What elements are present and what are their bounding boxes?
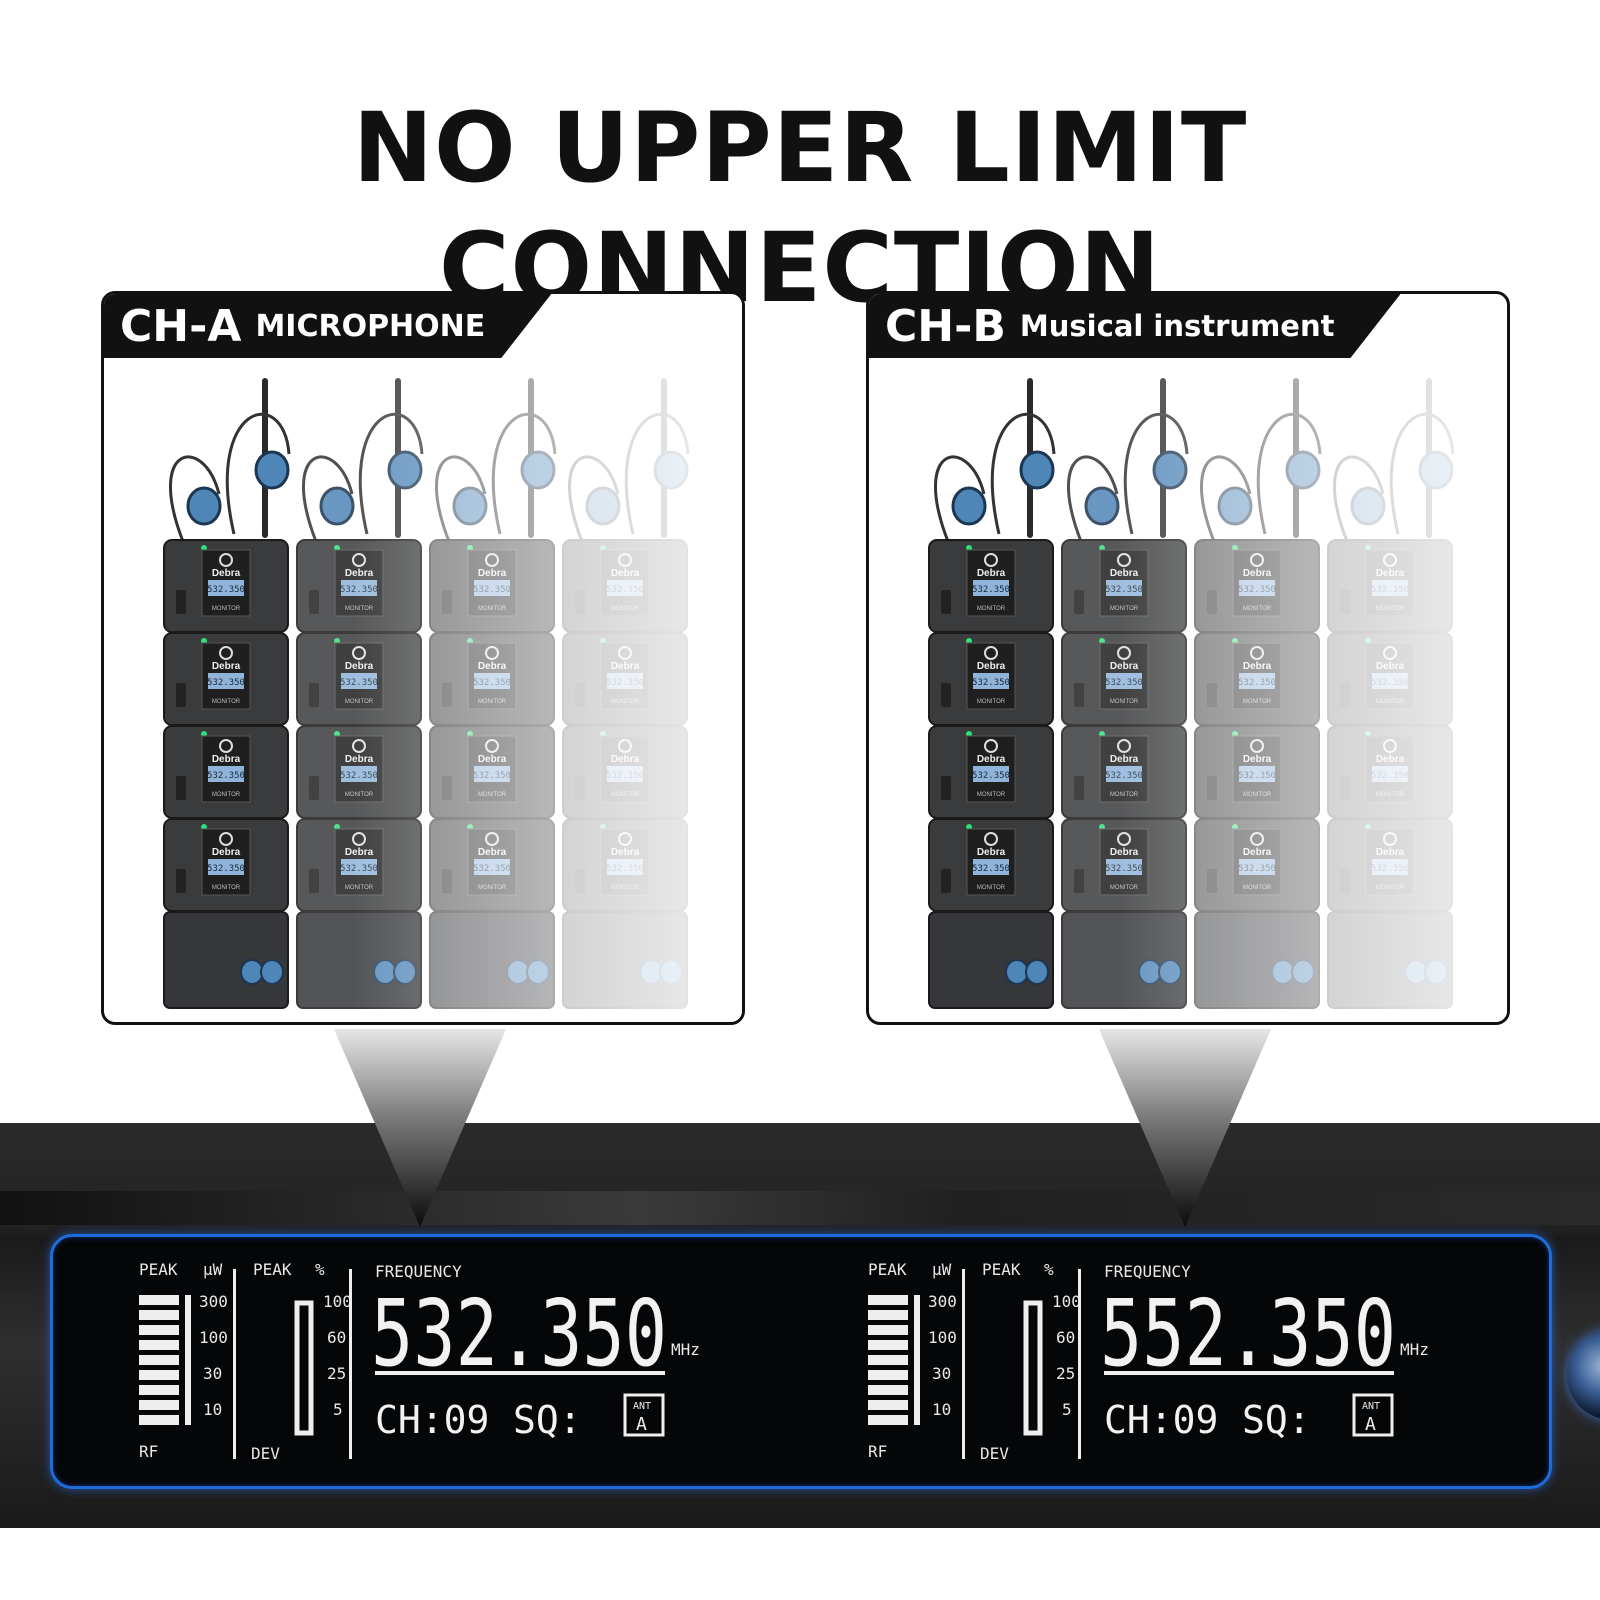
lcd-a-rf-30: 30 — [203, 1364, 222, 1383]
channel-a-receivers-photo: Debra532.350MONITORDebra532.350MONITORDe… — [144, 354, 742, 1022]
lcd-channel-b: PEAK µW PEAK % 300 100 30 10 RF 100 60 — [868, 1260, 1429, 1463]
lcd-a-dev-100: 100 — [323, 1292, 352, 1311]
lcd-a-frequency: 532.350 — [371, 1280, 667, 1387]
lcd-b-dev-25: 25 — [1056, 1364, 1075, 1383]
lcd-a-dev-label: DEV — [251, 1444, 280, 1463]
lcd-a-dev-5: 5 — [333, 1400, 343, 1419]
channel-a-label: MICROPHONE — [255, 308, 486, 344]
lcd-b-ant: ANT — [1362, 1401, 1380, 1412]
lcd-a-dev-meter — [294, 1300, 314, 1436]
lcd-a-dev-60: 60 — [327, 1328, 346, 1347]
lcd-a-ant-value: A — [636, 1414, 647, 1435]
lcd-b-ant-box — [1352, 1393, 1394, 1437]
lcd-a-sq: SQ: — [513, 1398, 582, 1442]
lcd-b-frequency: 552.350 — [1100, 1280, 1396, 1387]
lcd-channel-a: PEAK µW PEAK % 300 100 30 10 RF 100 60 — [139, 1260, 700, 1463]
lcd-a-peak-left: PEAK — [139, 1260, 178, 1279]
channel-b-label: Musical instrument — [1019, 309, 1335, 343]
lcd-b-rf-100: 100 — [928, 1328, 957, 1347]
lcd-a-unit: MHz — [671, 1340, 700, 1359]
lcd-b-uw: µW — [932, 1260, 952, 1279]
lcd-b-rf-label: RF — [868, 1442, 887, 1461]
channel-a-code: CH-A — [120, 300, 242, 352]
channel-b-code: CH-B — [885, 300, 1006, 352]
lcd-b-channel: CH:09 — [1104, 1398, 1218, 1442]
channel-b-panel: Debra532.350MONITORDebra532.350MONITORDe… — [866, 291, 1510, 1025]
lcd-b-dev-60: 60 — [1056, 1328, 1075, 1347]
lcd-a-rf-300: 300 — [199, 1292, 228, 1311]
lcd-b-dev-5: 5 — [1062, 1400, 1072, 1419]
lcd-b-unit: MHz — [1400, 1340, 1429, 1359]
lcd-b-dev-100: 100 — [1052, 1292, 1081, 1311]
lcd-a-ant: ANT — [633, 1401, 651, 1412]
lcd-b-rf-300: 300 — [928, 1292, 957, 1311]
lcd-a-rf-100: 100 — [199, 1328, 228, 1347]
lcd-b-dev-meter — [1023, 1300, 1043, 1436]
lcd-b-rf-10: 10 — [932, 1400, 951, 1419]
lcd-a-channel: CH:09 — [375, 1398, 489, 1442]
lcd-screen: PEAK µW PEAK % 300 100 30 10 RF 100 60 — [50, 1234, 1552, 1489]
lcd-a-rf-label: RF — [139, 1442, 158, 1461]
channel-b-tab: CH-B Musical instrument — [869, 294, 1400, 358]
lcd-a-frequency-label: FREQUENCY — [375, 1262, 462, 1281]
lcd-b-ant-value: A — [1365, 1414, 1376, 1435]
lcd-b-dev-label: DEV — [980, 1444, 1009, 1463]
channel-a-tab: CH-A MICROPHONE — [104, 294, 551, 358]
lcd-a-ant-box — [623, 1393, 665, 1437]
lcd-b-peak-right: PEAK — [982, 1260, 1021, 1279]
lcd-b-sq: SQ: — [1242, 1398, 1311, 1442]
lcd-a-percent: % — [315, 1260, 325, 1279]
headline: NO UPPER LIMIT CONNECTION — [352, 92, 1248, 324]
lcd-display: PEAK µW PEAK % 300 100 30 10 RF 100 60 — [139, 1260, 1429, 1463]
lcd-a-rf-10: 10 — [203, 1400, 222, 1419]
channel-a-panel: Debra532.350MONITORDebra532.350MONITORDe… — [101, 291, 745, 1025]
lcd-b-frequency-label: FREQUENCY — [1104, 1262, 1191, 1281]
lcd-b-rf-meter — [868, 1295, 920, 1425]
lcd-a-rf-meter — [139, 1295, 191, 1425]
lcd-a-uw: µW — [203, 1260, 223, 1279]
front-panel-ridge — [0, 1191, 1600, 1225]
lcd-a-peak-right: PEAK — [253, 1260, 292, 1279]
lcd-b-rf-30: 30 — [932, 1364, 951, 1383]
lcd-b-peak-left: PEAK — [868, 1260, 907, 1279]
lcd-b-percent: % — [1044, 1260, 1054, 1279]
channel-b-receivers-photo: Debra532.350MONITORDebra532.350MONITORDe… — [909, 354, 1507, 1022]
lcd-a-dev-25: 25 — [327, 1364, 346, 1383]
